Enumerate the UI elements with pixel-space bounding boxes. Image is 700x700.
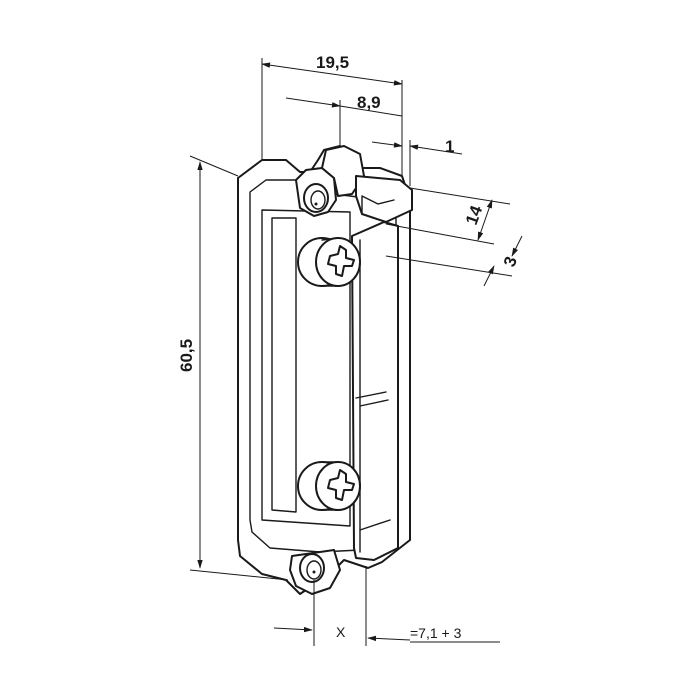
dim-offset-small-line — [371, 141, 403, 148]
upper-screw-cross-icon — [327, 245, 355, 277]
frame-opening-inner — [271, 217, 297, 513]
label-offset-small: 1 — [445, 137, 454, 156]
label-hole-offset: X — [336, 624, 346, 640]
lower-screw — [297, 461, 361, 511]
top-ledge-edge — [361, 195, 395, 215]
latch-plate-seam — [355, 391, 389, 407]
top-hole-center — [314, 202, 318, 206]
dim-width-total-line — [261, 62, 403, 86]
latch-plate-lower-seam — [359, 519, 391, 531]
label-offset-top: 3 — [500, 254, 521, 269]
top-mount-hole — [303, 183, 329, 213]
label-faceplate-offset: =7,1 + 3 — [410, 625, 462, 641]
dim-depth-top-line — [477, 199, 493, 241]
lower-screw-cross-icon — [327, 469, 355, 501]
dimensions — [189, 58, 523, 646]
latch-plate — [351, 221, 399, 561]
bottom-mount-hole — [299, 553, 325, 583]
dim-faceplate-offset-line — [367, 635, 411, 642]
label-width-partial: 8,9 — [357, 93, 381, 112]
dim-width-partial-line — [285, 97, 341, 108]
label-height-total: 60,5 — [177, 339, 196, 372]
bottom-hole-center — [312, 570, 316, 574]
strike-body — [237, 145, 413, 595]
top-hump — [321, 145, 365, 197]
bottom-mount-hole-inner — [306, 560, 322, 580]
top-ledge — [355, 175, 413, 223]
dim-hole-offset-line — [273, 626, 313, 633]
top-mount-hole-inner — [310, 190, 326, 210]
label-depth-top: 14 — [462, 203, 487, 228]
dimension-labels: 19,5 8,9 1 14 3 60,5 X =7,1 + 3 — [177, 53, 521, 641]
dim-offset-top-line — [511, 235, 523, 257]
label-width-total: 19,5 — [316, 53, 349, 72]
upper-screw — [297, 237, 361, 287]
